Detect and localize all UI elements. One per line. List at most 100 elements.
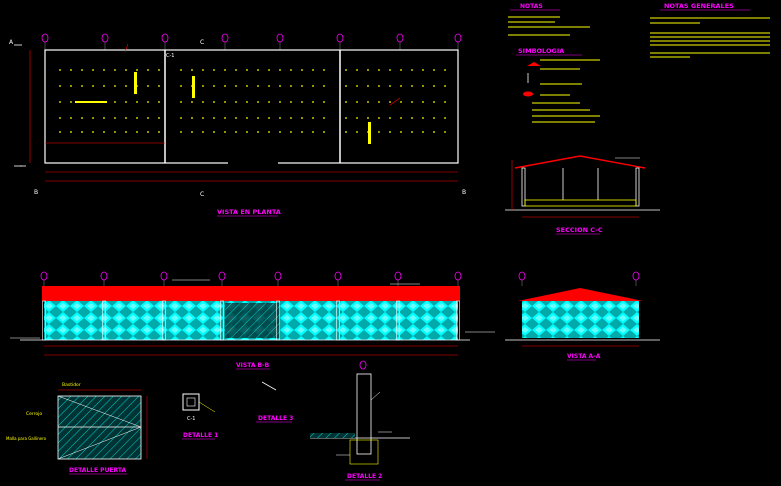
plan-dot: [180, 131, 182, 133]
grid-marker: [396, 33, 404, 43]
section-cc-title: SECCION C-C: [556, 226, 603, 234]
plan-dot: [158, 131, 160, 133]
grid-marker: [161, 33, 169, 43]
plan-dot: [389, 85, 391, 87]
plan-dot: [444, 85, 446, 87]
plan-title: VISTA EN PLANTA: [217, 208, 281, 216]
plan-dot: [224, 69, 226, 71]
elevation-bb: VISTA B-B: [10, 271, 495, 370]
plan-dot: [411, 117, 413, 119]
plan-dot: [59, 85, 61, 87]
plan-dot: [246, 69, 248, 71]
plan-dot: [125, 117, 127, 119]
plan-dot: [378, 117, 380, 119]
plan-dot: [103, 69, 105, 71]
plan-dot: [59, 69, 61, 71]
plan-dot: [92, 69, 94, 71]
leader-line: [389, 97, 401, 106]
section-cc-floor: [524, 199, 637, 207]
plan-dot: [411, 131, 413, 133]
plan-dot: [158, 101, 160, 103]
door-brace: [57, 426, 142, 460]
detail-1: C-1 DETALLE 1: [182, 393, 218, 440]
notas-lines: [508, 16, 590, 36]
plan-dot: [400, 117, 402, 119]
plan-dot: [103, 131, 105, 133]
plan-dot: [367, 69, 369, 71]
simbologia-title: SIMBOLOGIA: [518, 47, 564, 55]
plan-dot: [301, 85, 303, 87]
plan-dot: [191, 69, 193, 71]
footing-slab: [310, 433, 355, 438]
plan-dot: [268, 117, 270, 119]
section-marker-a-left: A: [9, 39, 22, 167]
door-label-malla: Malla para Gallinero: [6, 436, 47, 441]
detail-2-title: DETALLE 2: [347, 473, 382, 480]
plan-dot: [301, 131, 303, 133]
leader-line: [124, 43, 129, 53]
plan-dot: [268, 69, 270, 71]
plan-dot: [400, 85, 402, 87]
plan-dot: [378, 69, 380, 71]
plan-dot: [378, 85, 380, 87]
plan-dot: [92, 85, 94, 87]
plan-dot: [246, 131, 248, 133]
section-cc-wall: [521, 167, 526, 207]
grid-marker: [40, 271, 48, 281]
section-label: A: [9, 39, 14, 46]
plan-outline: [44, 49, 459, 164]
plan-dot: [125, 131, 127, 133]
plan-dot: [180, 69, 182, 71]
plan-dot: [59, 131, 61, 133]
plan-dot: [246, 85, 248, 87]
plan-dot: [125, 69, 127, 71]
plan-dot: [59, 101, 61, 103]
grid-marker: [41, 33, 49, 43]
plan-dot: [147, 101, 149, 103]
plan-dot: [422, 131, 424, 133]
door-detail-title: DETALLE PUERTA: [69, 467, 127, 474]
detail-1-title: DETALLE 1: [183, 432, 218, 439]
plan-dot: [268, 131, 270, 133]
section-cc-wall: [635, 167, 640, 207]
plan-dot: [268, 101, 270, 103]
grid-marker: [394, 271, 402, 281]
plan-dot: [367, 85, 369, 87]
plan-dot: [213, 69, 215, 71]
section-cc: SECCION C-C: [505, 155, 660, 235]
plan-room-label: C-1: [166, 53, 174, 59]
plan-dot: [290, 117, 292, 119]
plan-dot: [70, 117, 72, 119]
grid-marker: [221, 33, 229, 43]
plan-dot: [235, 117, 237, 119]
detail-3: DETALLE 3: [256, 381, 293, 423]
detail-3-title: DETALLE 3: [258, 415, 293, 422]
plan-dot: [389, 117, 391, 119]
plan-dot: [422, 101, 424, 103]
plan-dot: [92, 117, 94, 119]
plan-dot: [180, 85, 182, 87]
plan-dot: [312, 117, 314, 119]
plan-dot-grid: [59, 69, 446, 133]
plan-dot: [444, 69, 446, 71]
plan-dot: [125, 101, 127, 103]
plan-dot: [323, 69, 325, 71]
plan-dot: [279, 85, 281, 87]
grid-marker: [274, 271, 282, 281]
plan-dot: [180, 117, 182, 119]
elevation-bb-roof: [42, 286, 460, 301]
plan-dot: [257, 131, 259, 133]
plan-dot: [202, 117, 204, 119]
plan-dot: [125, 85, 127, 87]
plan-dot: [323, 117, 325, 119]
section-marker-c: C C: [200, 39, 204, 198]
plan-dot: [323, 85, 325, 87]
plan-dot: [400, 101, 402, 103]
plan-dot: [114, 69, 116, 71]
plan-dot: [356, 69, 358, 71]
plan-dot: [136, 117, 138, 119]
plan-dot: [279, 69, 281, 71]
plan-dot: [235, 69, 237, 71]
plan-dot: [345, 101, 347, 103]
